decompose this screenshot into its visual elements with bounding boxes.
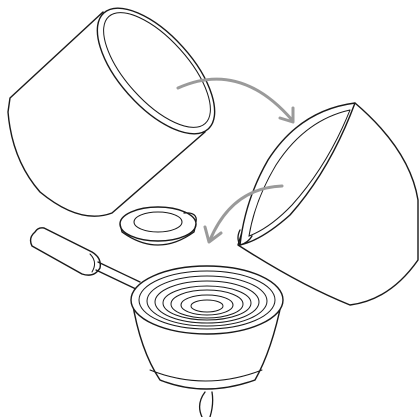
ladle-with-handle [31, 228, 283, 417]
ladle-drip-line [200, 392, 213, 417]
cup-upright [8, 0, 235, 216]
cup-tilted [238, 103, 418, 305]
small-ring [120, 207, 196, 245]
ladle-handle [31, 228, 101, 275]
ladle-handle-stem [96, 262, 140, 290]
